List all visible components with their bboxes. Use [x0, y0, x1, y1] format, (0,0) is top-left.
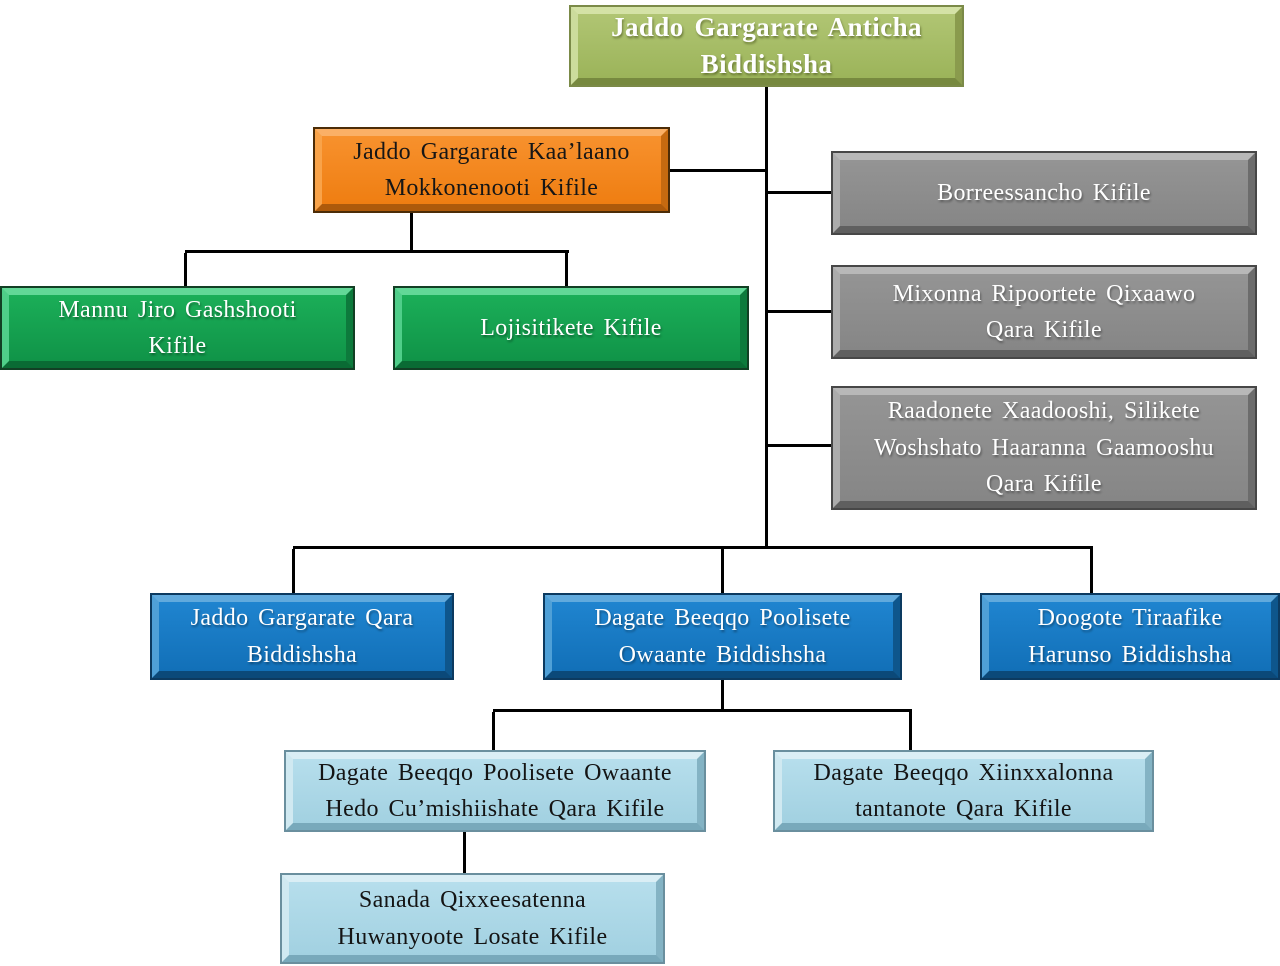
- org-node-doogote: Doogote Tiraafike Harunso Biddishsha: [980, 593, 1280, 680]
- connector-doogote-stub: [1090, 549, 1093, 595]
- connector-borreessancho-branch: [768, 191, 833, 194]
- connector-root-trunk: [765, 85, 768, 549]
- org-node-qara-biddishsha: Jaddo Gargarate Qara Biddishsha: [150, 593, 454, 680]
- connector-blue-row-rail: [293, 546, 1093, 549]
- org-node-kaalaano: Jaddo Gargarate Kaa’laano Mokkonenooti K…: [313, 127, 670, 213]
- org-node-dagate-owaante: Dagate Beeqqo Poolisete Owaante Biddishs…: [543, 593, 902, 680]
- org-node-anticha-label: Jaddo Gargarate Anticha Biddishsha: [611, 11, 922, 79]
- org-node-sanada: Sanada Qixxeesatenna Huwanyoote Losate K…: [280, 873, 665, 964]
- connector-kaalaano-branch: [668, 169, 768, 172]
- org-node-qara-biddishsha-label: Jaddo Gargarate Qara Biddishsha: [190, 605, 414, 668]
- org-node-lojisitikete-label: Lojisitikete Kifile: [480, 314, 662, 341]
- connector-lojisitikete-stub: [565, 253, 568, 288]
- org-node-dagate-owaante-label: Dagate Beeqqo Poolisete Owaante Biddishs…: [594, 605, 851, 668]
- org-node-mannu-jiro-label: Mannu Jiro Gashshooti Kifile: [58, 296, 297, 359]
- org-node-mannu-jiro: Mannu Jiro Gashshooti Kifile: [0, 286, 355, 370]
- connector-sanada-stub: [463, 830, 466, 875]
- connector-dagate-xiinxxalonna-stub: [909, 712, 912, 752]
- connector-mannu-jiro-stub: [184, 253, 187, 288]
- org-node-sanada-label: Sanada Qixxeesatenna Huwanyoote Losate K…: [337, 887, 608, 950]
- connector-kaalaano-children-rail: [185, 250, 569, 253]
- org-node-raadonete-label: Raadonete Xaadooshi, Silikete Woshshato …: [873, 398, 1215, 498]
- org-node-dagate-hedo: Dagate Beeqqo Poolisete Owaante Hedo Cu’…: [284, 750, 706, 832]
- connector-dagate-owaante-stub: [721, 549, 724, 595]
- connector-raadonete-branch: [768, 444, 833, 447]
- org-node-raadonete: Raadonete Xaadooshi, Silikete Woshshato …: [831, 386, 1257, 510]
- connector-dagate-owaante-down-stub: [721, 678, 724, 712]
- org-node-dagate-hedo-label: Dagate Beeqqo Poolisete Owaante Hedo Cu’…: [318, 759, 672, 822]
- org-node-mixonna-label: Mixonna Ripoortete Qixaawo Qara Kifile: [892, 280, 1196, 343]
- org-node-borreessancho: Borreessancho Kifile: [831, 151, 1257, 235]
- connector-qara-biddishsha-stub: [292, 549, 295, 595]
- org-node-anticha: Jaddo Gargarate Anticha Biddishsha: [569, 5, 964, 87]
- connector-mixonna-branch: [768, 310, 833, 313]
- org-node-mixonna: Mixonna Ripoortete Qixaawo Qara Kifile: [831, 265, 1257, 359]
- org-node-doogote-label: Doogote Tiraafike Harunso Biddishsha: [1028, 605, 1232, 668]
- org-node-dagate-xiinxxalonna: Dagate Beeqqo Xiinxxalonna tantanote Qar…: [773, 750, 1154, 832]
- org-node-dagate-xiinxxalonna-label: Dagate Beeqqo Xiinxxalonna tantanote Qar…: [813, 759, 1114, 822]
- connector-lightblue-rail: [493, 709, 912, 712]
- org-node-kaalaano-label: Jaddo Gargarate Kaa’laano Mokkonenooti K…: [353, 138, 630, 201]
- connector-dagate-hedo-stub: [492, 712, 495, 752]
- org-node-borreessancho-label: Borreessancho Kifile: [937, 179, 1151, 206]
- org-node-lojisitikete: Lojisitikete Kifile: [393, 286, 749, 370]
- connector-kaalaano-down-stub: [410, 211, 413, 253]
